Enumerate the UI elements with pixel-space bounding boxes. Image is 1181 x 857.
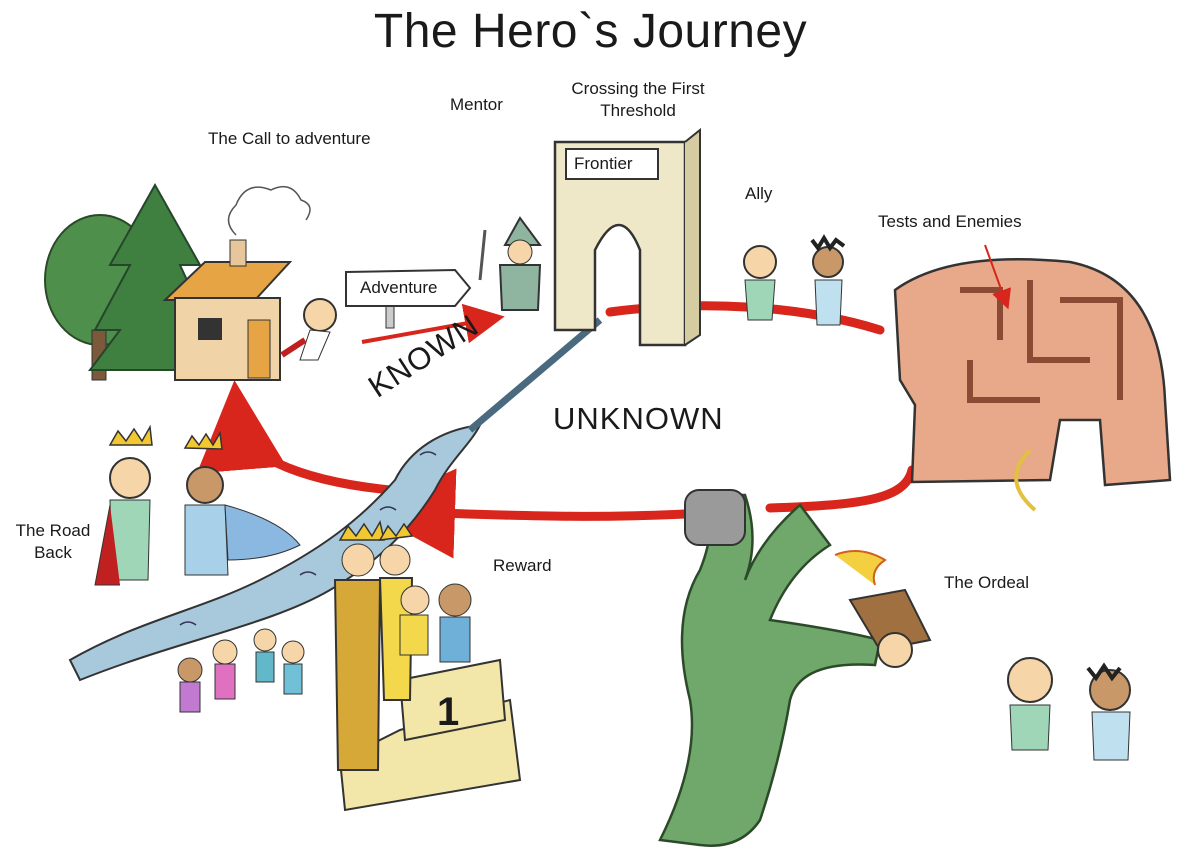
label-mentor: Mentor (450, 95, 503, 114)
ally-icon (743, 234, 846, 326)
label-reward: Reward (493, 556, 552, 575)
road-back-icon (94, 424, 301, 586)
label-call-to-adventure: The Call to adventure (208, 129, 371, 148)
maze-icon (893, 257, 1172, 512)
frontier-sign-text: Frontier (574, 154, 633, 173)
podium-number: 1 (437, 690, 460, 734)
label-threshold: Crossing the First Threshold (571, 79, 705, 120)
label-road-back: The Road Back (15, 521, 91, 562)
ordeal-heroes-icon (1007, 657, 1131, 761)
adventure-sign-text: Adventure (360, 278, 438, 297)
podium-icon (338, 658, 522, 812)
label-ordeal: The Ordeal (944, 573, 1030, 592)
call-arrow (361, 303, 505, 344)
king-icon (333, 519, 385, 771)
river-icon (68, 317, 603, 682)
region-unknown: UNKNOWN (553, 401, 724, 436)
gate-icon (553, 127, 701, 347)
label-tests-and-enemies: Tests and Enemies (878, 212, 1022, 231)
mentor-icon (478, 216, 542, 311)
hero-icon (280, 298, 337, 361)
house-icon (162, 185, 311, 381)
dragon-icon (658, 489, 932, 847)
page-title: The Hero`s Journey (373, 5, 808, 58)
crowd-icon (177, 583, 472, 713)
adventure-sign (345, 268, 472, 329)
label-ally: Ally (745, 184, 773, 203)
